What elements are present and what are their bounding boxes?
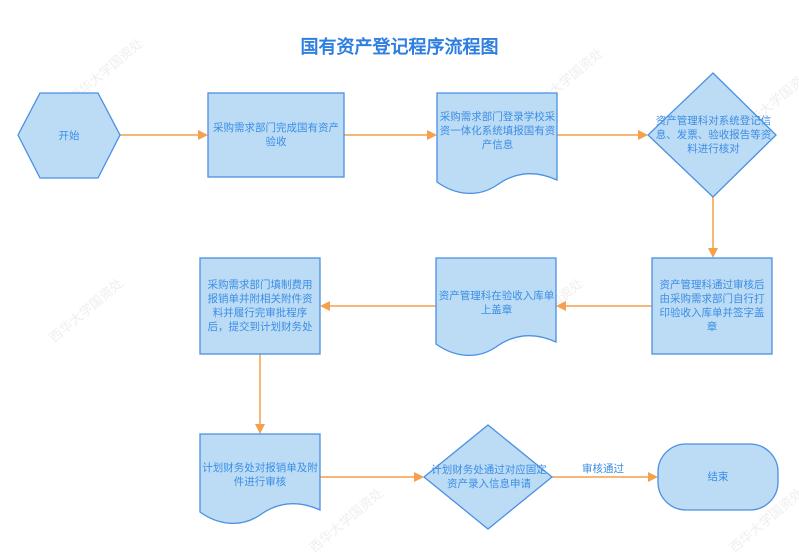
step7-label: 计划财务处对报销单及附件进行审核 <box>202 462 318 488</box>
step5-label: 资产管理科在验收入库单上盖章 <box>438 290 555 316</box>
step6-label: 采购需求部门填制费用报销单并附相关附件资料并履行完审批程序后，提交到计划财务处 <box>207 279 313 333</box>
step1-label: 采购需求部门完成国有资产验收 <box>213 122 339 148</box>
arrow-step7-step8 <box>320 472 424 482</box>
arrow-step8-end <box>552 472 658 482</box>
arrow-step6-step7 <box>255 354 265 434</box>
step8-label: 计划财务处通过对应固定资产录入信息申请 <box>431 464 547 490</box>
step2-label: 采购需求部门登录学校采资一体化系统填报国有资产信息 <box>439 111 556 151</box>
step3-diamond[interactable] <box>647 72 777 198</box>
arrow-step3-step4 <box>708 197 718 258</box>
page-title: 国有资产登记程序流程图 <box>300 37 499 58</box>
arrow-start-step1 <box>120 130 208 140</box>
arrow-step4-step5 <box>556 301 652 311</box>
start-hexagon[interactable] <box>17 92 121 179</box>
start-label: 开始 <box>58 129 80 142</box>
step2-document[interactable] <box>436 92 558 195</box>
end-label: 结束 <box>707 471 729 483</box>
step4-label: 资产管理科通过审核后由采购需求部门自行打印验收入库单并签字盖章 <box>659 279 765 333</box>
step3-label: 资产管理科对系统登记信息、发票、验收报告等资料进行核对 <box>655 115 772 155</box>
step4-box[interactable] <box>651 257 773 355</box>
edge-label-approved: 审核通过 <box>582 463 624 475</box>
step6-box[interactable] <box>199 257 321 355</box>
arrow-step2-step3 <box>557 130 648 140</box>
step1-box[interactable] <box>207 92 345 178</box>
step5-document[interactable] <box>435 257 557 357</box>
step7-document[interactable] <box>199 433 321 525</box>
arrow-step1-step2 <box>344 130 437 140</box>
end-terminator[interactable] <box>657 443 779 511</box>
arrow-step5-step6 <box>320 301 436 311</box>
step8-diamond[interactable] <box>422 424 554 530</box>
